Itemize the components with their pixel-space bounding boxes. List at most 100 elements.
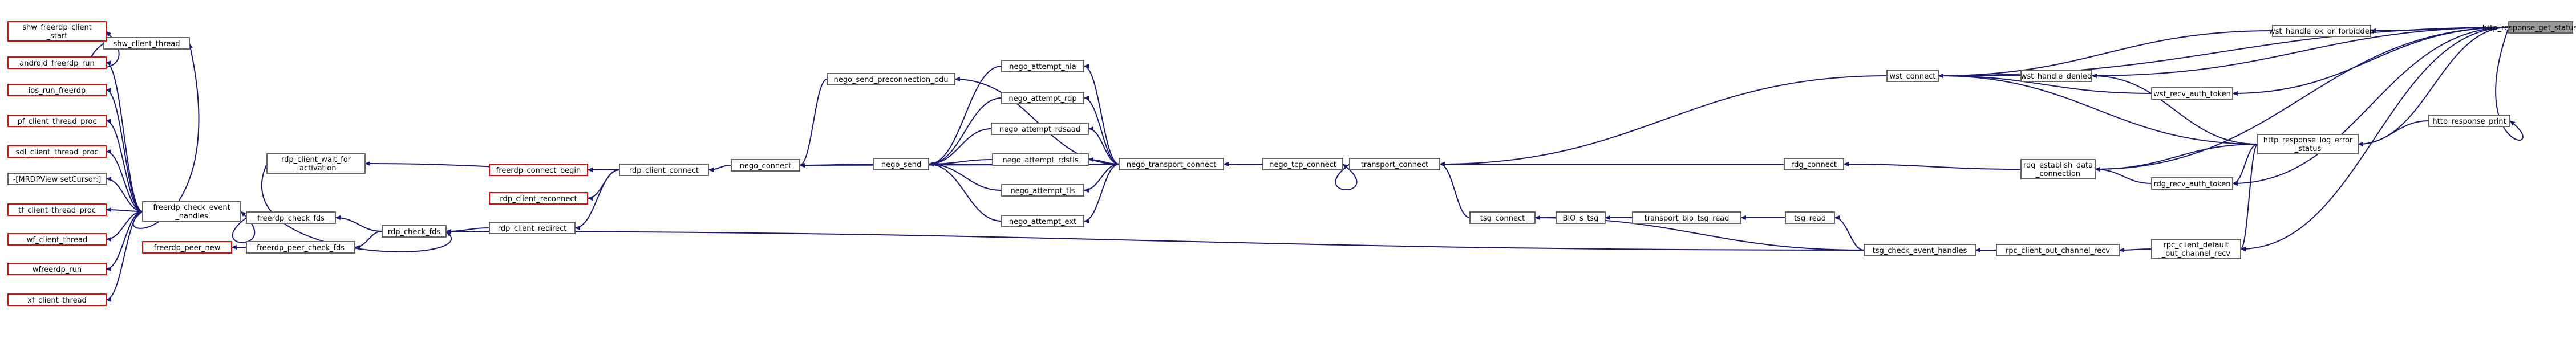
node-box[interactable] [1001,60,1084,72]
node-box[interactable] [619,164,709,176]
node-nego_attempt_rdstls[interactable]: nego_attempt_rdstls [992,153,1089,166]
node-sdl_client_thread_proc[interactable]: sdl_client_thread_proc [7,145,107,158]
node-nego_connect[interactable]: nego_connect [731,159,800,172]
node-box[interactable] [1262,158,1343,170]
node-box[interactable] [2020,159,2096,179]
node-nego_attempt_nla[interactable]: nego_attempt_nla [1001,60,1084,72]
node-box[interactable] [1001,215,1084,227]
node-box[interactable] [1349,158,1440,170]
node-http_response_log_error_status[interactable]: http_response_log_error_status [2257,134,2359,154]
node-box[interactable] [7,203,107,216]
node-rdg_recv_auth_token[interactable]: rdg_recv_auth_token [2151,177,2233,190]
node-tsg_connect[interactable]: tsg_connect [1469,211,1536,224]
node-nego_attempt_rdp[interactable]: nego_attempt_rdp [1001,92,1084,104]
node-box[interactable] [2151,239,2241,259]
node-box[interactable] [7,21,107,42]
node-wf_client_thread[interactable]: wf_client_thread [7,233,107,246]
node-box[interactable] [2257,134,2359,154]
node-nego_attempt_rdsaad[interactable]: nego_attempt_rdsaad [991,123,1089,135]
node-box[interactable] [2272,25,2371,37]
node-rdp_client_connect[interactable]: rdp_client_connect [619,164,709,176]
node-wst_handle_denied[interactable]: wst_handle_denied [2020,70,2092,82]
node-box[interactable] [246,241,355,254]
node-box[interactable] [1119,158,1224,170]
node-rdp_client_redirect[interactable]: rdp_client_redirect [489,222,576,234]
node-ios_run_freerdp[interactable]: ios_run_freerdp [7,84,107,96]
node-box[interactable] [2508,21,2573,34]
node-box[interactable] [7,263,107,275]
node-transport_bio_tsg_read[interactable]: transport_bio_tsg_read [1632,211,1741,224]
node-nego_attempt_ext[interactable]: nego_attempt_ext [1001,215,1084,227]
node-pf_client_thread_proc[interactable]: pf_client_thread_proc [7,115,107,127]
node-box[interactable] [489,192,588,205]
node-box[interactable] [142,241,232,254]
node-box[interactable] [2151,87,2233,100]
node-xf_client_thread[interactable]: xf_client_thread [7,293,107,306]
node-BIO_s_tsg[interactable]: BIO_s_tsg [1556,211,1606,224]
node-box[interactable] [246,211,336,224]
node-box[interactable] [489,164,588,176]
node-freerdp_peer_new[interactable]: freerdp_peer_new [142,241,232,254]
node-MRDPView_setCursor[interactable]: -[MRDPView setCursor:] [7,173,107,185]
node-shw_client_thread[interactable]: shw_client_thread [103,37,190,50]
node-http_response_print[interactable]: http_response_print [2428,115,2510,127]
node-box[interactable] [1632,211,1741,224]
node-freerdp_connect_begin[interactable]: freerdp_connect_begin [489,164,588,176]
node-box[interactable] [2428,115,2510,127]
node-box[interactable] [103,37,190,50]
node-nego_send_preconnection_pdu[interactable]: nego_send_preconnection_pdu [827,73,955,85]
node-box[interactable] [1785,211,1835,224]
node-rdg_establish_data_connection[interactable]: rdg_establish_data_connection [2020,159,2096,179]
node-box[interactable] [827,73,955,85]
node-rdp_check_fds[interactable]: rdp_check_fds [382,225,447,238]
node-nego_send[interactable]: nego_send [873,158,929,170]
node-box[interactable] [7,115,107,127]
node-freerdp_check_fds[interactable]: freerdp_check_fds [246,211,336,224]
node-box[interactable] [7,173,107,185]
node-box[interactable] [1886,70,1939,82]
node-freerdp_check_event_handles[interactable]: freerdp_check_event_handles [142,201,241,222]
node-transport_connect[interactable]: transport_connect [1349,158,1440,170]
node-box[interactable] [1001,184,1084,197]
node-box[interactable] [142,201,241,222]
node-rdp_client_wait_for_activation[interactable]: rdp_client_wait_for_activation [266,153,366,174]
node-box[interactable] [7,56,107,69]
node-wst_connect[interactable]: wst_connect [1886,70,1939,82]
node-shw_freerdp_client_start[interactable]: shw_freerdp_client_start [7,21,107,42]
node-box[interactable] [266,153,366,174]
node-box[interactable] [992,153,1089,166]
node-rpc_client_default_out_channel_recv[interactable]: rpc_client_default_out_channel_recv [2151,239,2241,259]
node-box[interactable] [1864,244,1976,256]
node-box[interactable] [873,158,929,170]
node-nego_transport_connect[interactable]: nego_transport_connect [1119,158,1224,170]
node-box[interactable] [489,222,576,234]
node-box[interactable] [731,159,800,172]
node-box[interactable] [7,84,107,96]
node-box[interactable] [1001,92,1084,104]
node-box[interactable] [1469,211,1536,224]
node-rdg_connect[interactable]: rdg_connect [1784,158,1844,170]
node-rpc_client_out_channel_recv[interactable]: rpc_client_out_channel_recv [1996,244,2120,256]
node-box[interactable] [1996,244,2120,256]
node-box[interactable] [7,233,107,246]
node-freerdp_peer_check_fds[interactable]: freerdp_peer_check_fds [246,241,355,254]
node-http_response_get_status_code[interactable]: http_response_get_status_code [2482,21,2576,34]
node-tsg_read[interactable]: tsg_read [1785,211,1835,224]
node-box[interactable] [7,293,107,306]
node-wst_handle_ok_or_forbidden[interactable]: wst_handle_ok_or_forbidden [2269,25,2374,37]
node-nego_attempt_tls[interactable]: nego_attempt_tls [1001,184,1084,197]
node-box[interactable] [2020,70,2092,82]
node-android_freerdp_run[interactable]: android_freerdp_run [7,56,107,69]
node-box[interactable] [382,225,447,238]
node-box[interactable] [1556,211,1606,224]
node-tsg_check_event_handles[interactable]: tsg_check_event_handles [1864,244,1976,256]
node-rdp_client_reconnect[interactable]: rdp_client_reconnect [489,192,588,205]
node-nego_tcp_connect[interactable]: nego_tcp_connect [1262,158,1343,170]
node-box[interactable] [2151,177,2233,190]
node-box[interactable] [991,123,1089,135]
node-wst_recv_auth_token[interactable]: wst_recv_auth_token [2151,87,2233,100]
node-wfreerdp_run[interactable]: wfreerdp_run [7,263,107,275]
node-box[interactable] [7,145,107,158]
node-tf_client_thread_proc[interactable]: tf_client_thread_proc [7,203,107,216]
node-box[interactable] [1784,158,1844,170]
